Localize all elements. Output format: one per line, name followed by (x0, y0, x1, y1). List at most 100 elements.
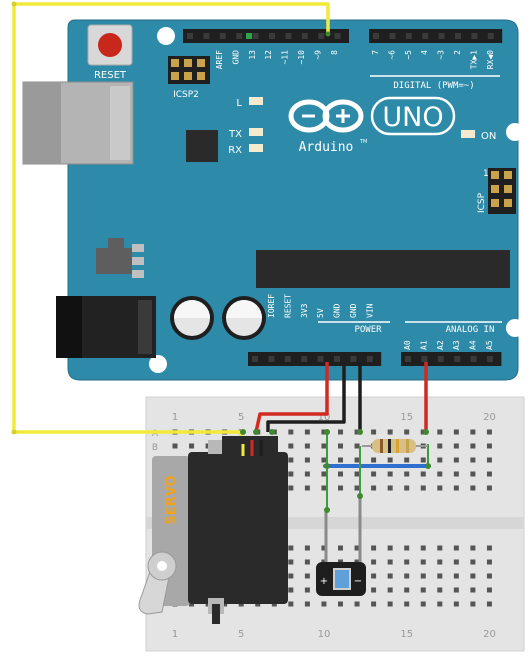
breadboard-hole (321, 601, 327, 607)
breadboard-hole (387, 545, 393, 551)
breadboard-hole (453, 471, 459, 477)
analog-pin-label: A1 (419, 340, 428, 350)
icsp2-pin (171, 59, 179, 67)
digital-pin-label: 8 (330, 50, 339, 55)
breadboard-hole (321, 485, 327, 491)
breadboard-hole (304, 485, 310, 491)
breadboard-hole (470, 429, 476, 435)
breadboard-hole (304, 573, 310, 579)
breadboard-hole (189, 601, 195, 607)
breadboard-hole (470, 485, 476, 491)
analog-header-pin (454, 356, 461, 362)
breadboard-hole (371, 559, 377, 565)
breadboard-hole (321, 443, 327, 449)
breadboard-hole (321, 471, 327, 477)
servo-motor: SERVO (138, 436, 288, 624)
breadboard-hole (420, 485, 426, 491)
breadboard-hole (404, 471, 410, 477)
icsp-pin (504, 171, 512, 179)
breadboard-hole (354, 457, 360, 463)
wire-joint (11, 1, 17, 7)
breadboard-hole (453, 457, 459, 463)
breadboard-hole (387, 587, 393, 593)
arduino-board (67, 19, 524, 381)
icsp-label: ICSP (477, 192, 487, 213)
servo-body (188, 452, 288, 604)
analog-label: ANALOG IN (446, 325, 495, 335)
digital-header-pin (285, 33, 292, 39)
breadboard-hole (453, 545, 459, 551)
breadboard-hole (437, 545, 443, 551)
breadboard-hole (172, 443, 178, 449)
power-pin-label: VIN (365, 303, 374, 318)
rx-led (249, 144, 263, 152)
power-header-pin (268, 356, 275, 362)
breadboard-hole (470, 443, 476, 449)
breadboard-hole (404, 601, 410, 607)
icsp-header (488, 168, 516, 214)
breadboard-hole (470, 457, 476, 463)
digital-pin-label: 13 (248, 50, 257, 60)
reset-button[interactable] (87, 24, 133, 66)
breadboard-hole (288, 443, 294, 449)
digital-header (183, 29, 503, 43)
arduino-logo (288, 99, 364, 133)
digital-header-pin (252, 33, 259, 39)
breadboard-hole (387, 601, 393, 607)
power-header-pin (284, 356, 291, 362)
power-header-pin (301, 356, 308, 362)
breadboard-hole (371, 573, 377, 579)
breadboard-hole (288, 429, 294, 435)
power-header-pin (350, 356, 357, 362)
power-pin-label: 5V (316, 308, 325, 318)
breadboard-hole (486, 443, 492, 449)
atmega-chip (256, 250, 510, 288)
digital-pin-label: ~10 (297, 50, 306, 65)
analog-pin-label: A5 (485, 340, 494, 350)
breadboard-hole (437, 457, 443, 463)
digital-pin-label: ~9 (313, 50, 322, 60)
5v-red-wire (254, 362, 329, 433)
breadboard-hole (453, 573, 459, 579)
wire-joint (325, 31, 331, 37)
board-outline (67, 19, 519, 381)
digital-header-pin (438, 33, 445, 39)
breadboard-hole (486, 573, 492, 579)
breadboard-hole (470, 559, 476, 565)
breadboard-hole (354, 601, 360, 607)
analog-header-pin (421, 356, 428, 362)
capacitors (170, 296, 266, 340)
icsp-pin (504, 185, 512, 193)
power-pin-label: 3V3 (300, 303, 309, 318)
breadboard-hole (354, 443, 360, 449)
breadboard-hole (288, 587, 294, 593)
icsp-pin (491, 185, 499, 193)
breadboard-hole (453, 443, 459, 449)
breadboard-hole (404, 573, 410, 579)
digital-header-pin (373, 33, 379, 39)
breadboard-hole (486, 457, 492, 463)
breadboard-hole (304, 559, 310, 565)
icsp2-pin (171, 72, 179, 80)
mounting-hole (506, 123, 524, 141)
digital-label: DIGITAL (PWM=~) (393, 81, 474, 91)
active-pin-marker (246, 33, 252, 39)
usb-chip (186, 130, 218, 162)
on-led (461, 130, 475, 138)
analog-header (401, 352, 502, 366)
icsp2-pin (184, 59, 192, 67)
breadboard-hole (387, 429, 393, 435)
digital-header-pin (301, 33, 308, 39)
breadboard-hole (486, 559, 492, 565)
wire-joint (11, 429, 17, 435)
digital-pin-label: 2 (453, 50, 462, 55)
uno-label: UNO (382, 102, 443, 133)
digital-header-pin (389, 33, 396, 39)
status-leds (249, 97, 475, 152)
resistor (362, 439, 428, 453)
digital-header-pin (318, 33, 325, 39)
breadboard-col-number: 20 (483, 629, 496, 640)
digital-pin-label: 7 (371, 50, 380, 55)
